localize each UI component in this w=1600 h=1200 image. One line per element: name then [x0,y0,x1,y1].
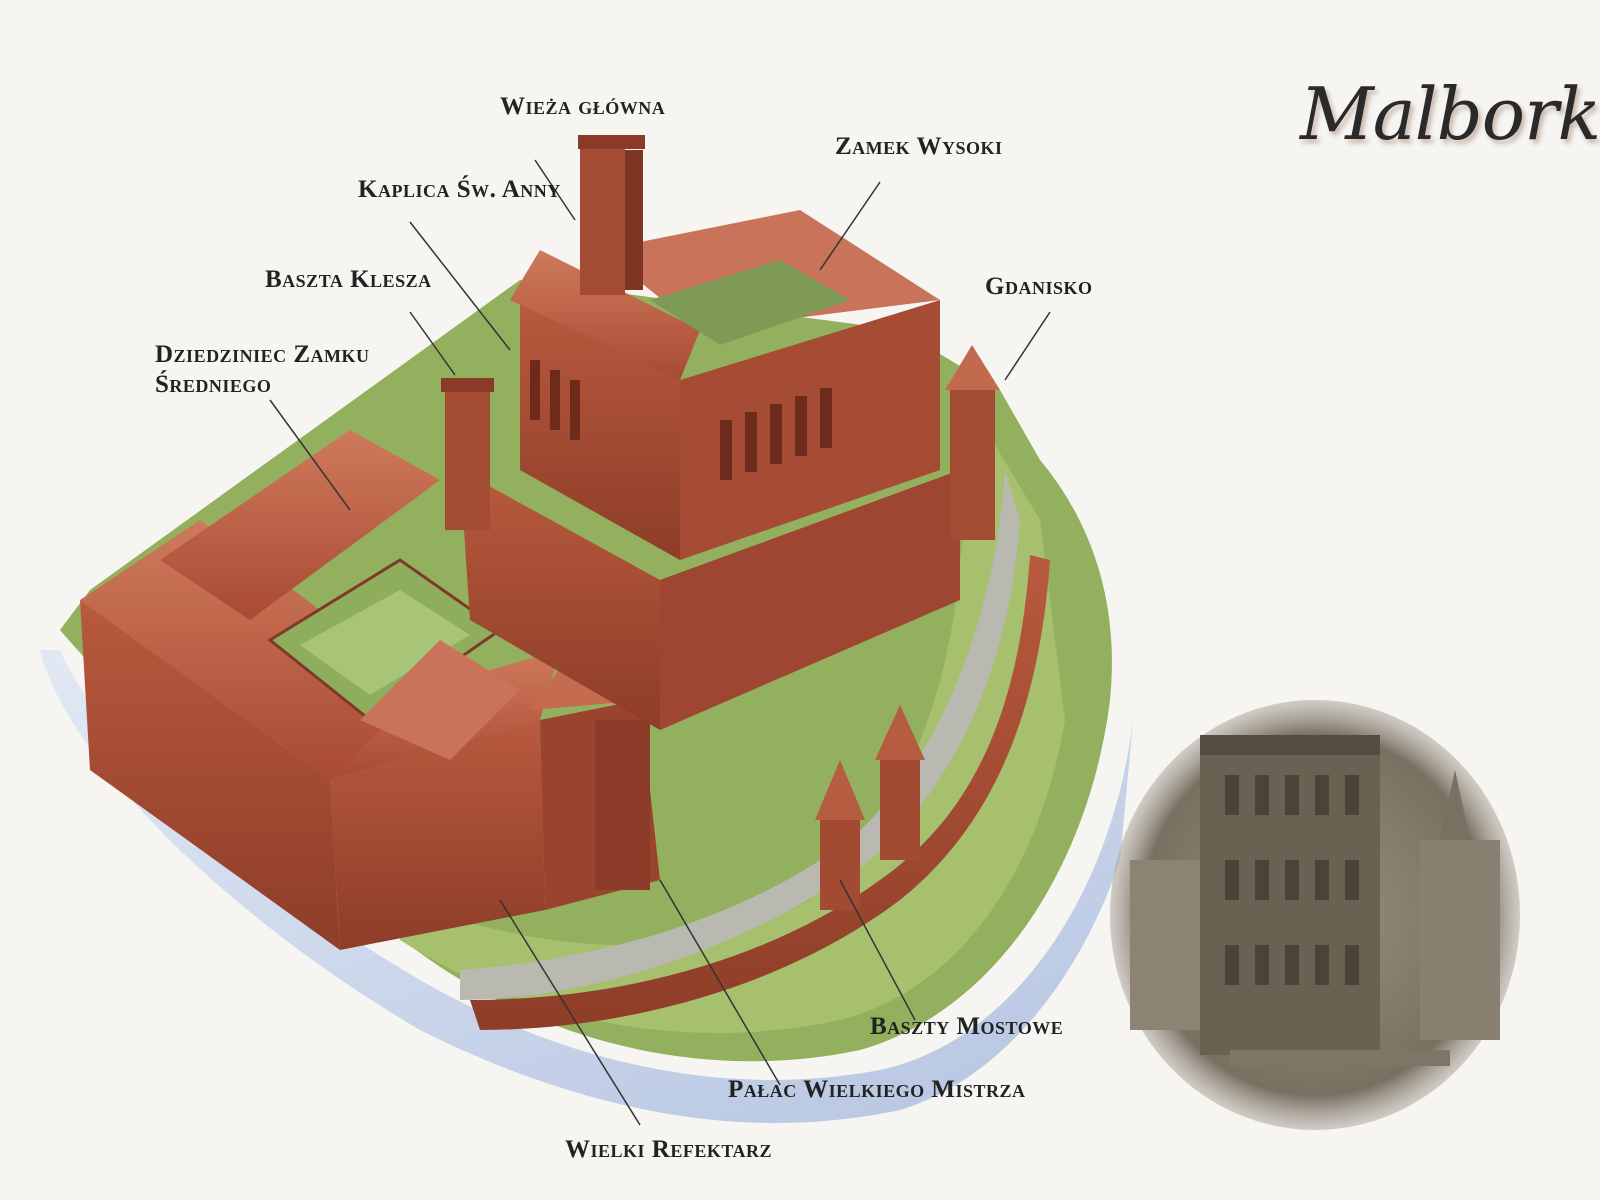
label-refectory: Wielki Refektarz [565,1136,773,1163]
label-palace: Pałac Wielkiego Mistrza [728,1076,1026,1103]
high-castle-courtyard [650,260,850,345]
main-tower-side [625,150,643,290]
bridge-tower-1 [820,820,860,910]
high-castle-moat-wall [460,470,660,730]
palace-tower [595,720,650,890]
lower-castle-roof [80,520,440,780]
bridge-tower-2 [880,760,920,860]
lower-castle-wall [80,600,340,950]
sepia-engraving [1110,700,1520,1130]
main-tower [580,145,625,295]
page-title: Malbork [1300,72,1600,156]
gdanisko-roof [945,345,1000,390]
klesza-tower [445,390,490,530]
label-middle-courtyard: Dziedziniec Zamku Średniego [155,340,370,400]
label-gdanisko: Gdanisko [985,273,1093,300]
klesza-tower-top [441,378,494,392]
courtyard-lawn [300,590,470,695]
label-chapel: Kaplica Św. Anny [358,176,561,203]
leader-lines [269,159,1051,1126]
label-high-castle: Zamek Wysoki [835,133,1003,160]
label-middle-courtyard-line1: Dziedziniec Zamku [155,341,370,368]
label-middle-courtyard-line2: Średniego [155,371,272,398]
lower-castle-wing-roof [160,430,440,620]
label-klesza-tower: Baszta Klesza [265,266,432,293]
high-castle-roof-front [510,250,700,380]
refectory-wall [330,720,545,950]
label-main-tower: Wieża główna [500,93,666,120]
bridge-tower-2-roof [875,705,925,760]
gdanisko-tower [950,390,995,540]
chapel-windows [530,360,832,480]
main-tower-top [578,135,645,149]
high-castle-front [520,300,680,560]
high-castle-east-wall [660,470,960,730]
label-bridge-towers: Baszty Mostowe [870,1013,1064,1040]
bridge-tower-1-roof [815,760,865,820]
refectory-roof-2 [360,640,520,760]
high-castle-side [680,300,940,560]
